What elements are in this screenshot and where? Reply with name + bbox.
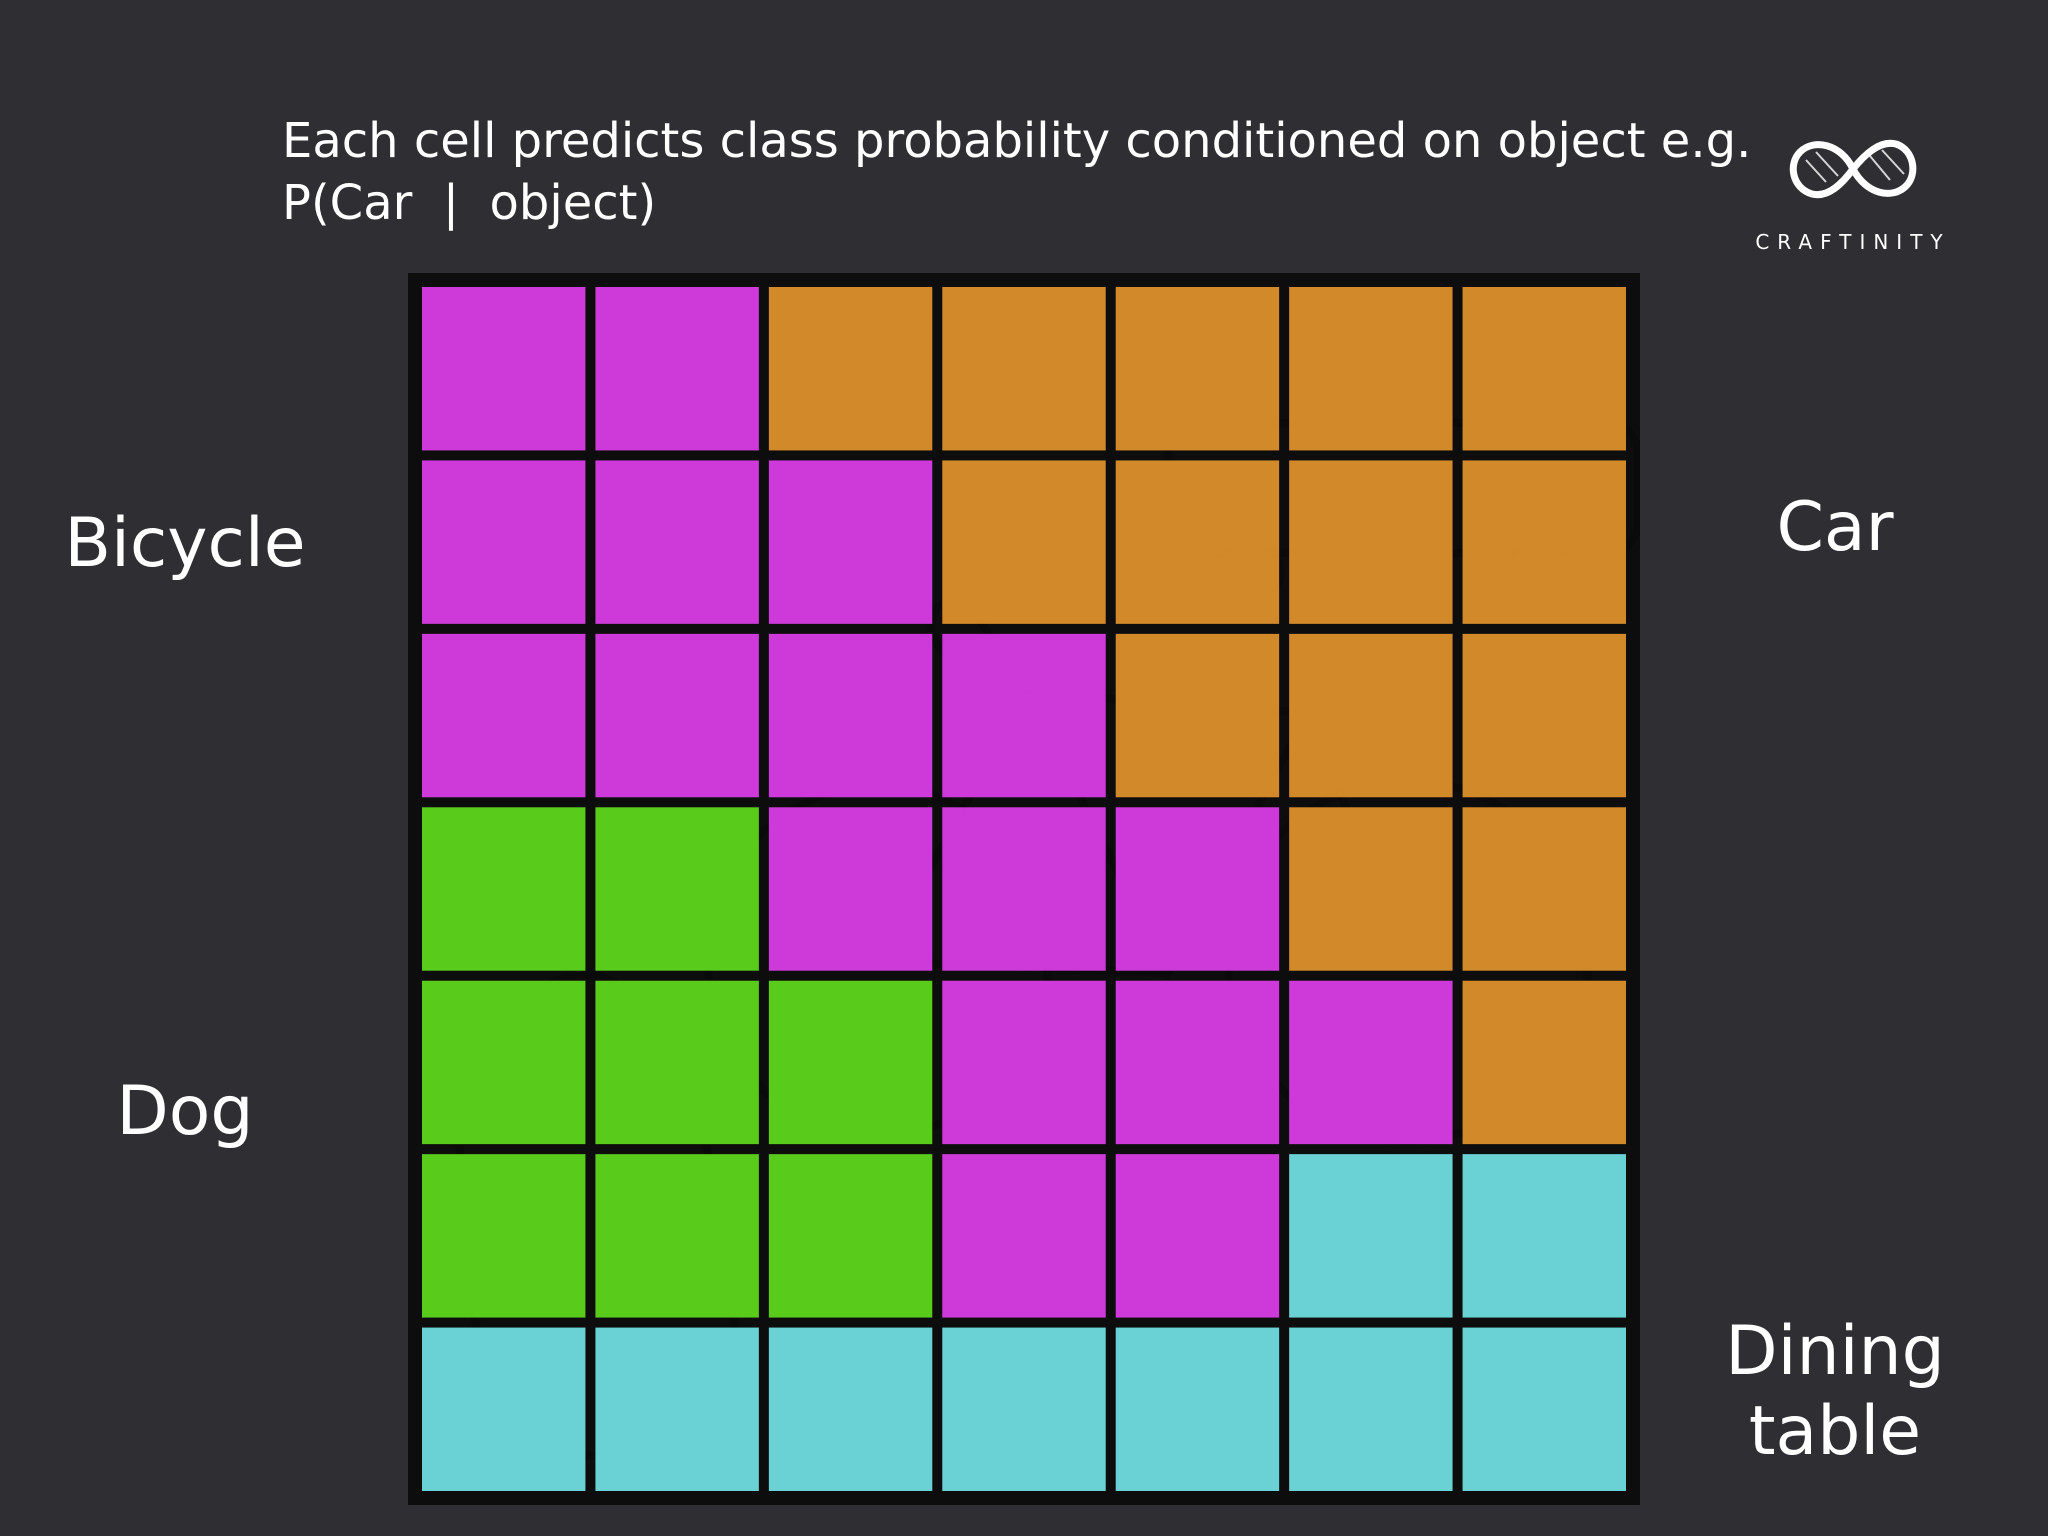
grid-cell-dog — [595, 1154, 759, 1318]
label-dog: Dog — [116, 1072, 254, 1151]
label-bicycle: Bicycle — [64, 504, 306, 583]
grid-cell-bicycle — [1115, 980, 1280, 1145]
infinity-knot-icon — [1789, 139, 1917, 199]
grid-cell-bicycle — [942, 633, 1106, 798]
grid-cell-car — [1462, 807, 1626, 971]
grid-cell-bicycle — [768, 807, 933, 971]
grid-cell-bicycle — [1115, 1154, 1280, 1318]
grid-cell-dining-table — [768, 1327, 933, 1491]
grid-cell-dining-table — [595, 1327, 759, 1491]
grid-cell-dog — [595, 980, 759, 1145]
title-line-2: P(Car | object) — [282, 175, 657, 231]
grid-cell-dog — [768, 980, 933, 1145]
title-line-1: Each cell predicts class probability con… — [282, 113, 1752, 169]
label-dining-table: Dining table — [1690, 1312, 1980, 1472]
grid-cell-dining-table — [1115, 1327, 1280, 1491]
grid-cell-car — [1289, 807, 1453, 971]
grid-cell-dining-table — [1289, 1327, 1453, 1491]
grid-cell-bicycle — [942, 1154, 1106, 1318]
label-dining-line-1: Dining — [1725, 1312, 1945, 1391]
grid-cell-car — [1115, 287, 1280, 451]
grid-cell-bicycle — [595, 633, 759, 798]
grid-cell-car — [1289, 633, 1453, 798]
grid-cell-dining-table — [1462, 1154, 1626, 1318]
grid-cell-dog — [595, 807, 759, 971]
grid-cell-dog — [768, 1154, 933, 1318]
grid-cell-car — [1462, 287, 1626, 451]
grid-cell-dog — [422, 807, 586, 971]
grid-cell-bicycle — [768, 633, 933, 798]
grid-cell-bicycle — [942, 980, 1106, 1145]
craftinity-logo: CRAFTINITY — [1748, 130, 1958, 260]
grid-cell-car — [1115, 633, 1280, 798]
grid-cell-dog — [422, 980, 586, 1145]
grid-cell-dog — [422, 1154, 586, 1318]
grid-cell-car — [1462, 460, 1626, 624]
logo-wordmark: CRAFTINITY — [1755, 230, 1951, 254]
grid-cell-car — [1462, 633, 1626, 798]
grid-cell-car — [942, 287, 1106, 451]
grid-cell-dining-table — [1462, 1327, 1626, 1491]
grid-cell-dining-table — [1289, 1154, 1453, 1318]
slide-title: Each cell predicts class probability con… — [282, 110, 1752, 234]
grid-cell-car — [1289, 287, 1453, 451]
grid-cell-bicycle — [422, 460, 586, 624]
grid-cell-car — [942, 460, 1106, 624]
grid-cell-car — [1115, 460, 1280, 624]
grid-cell-bicycle — [422, 633, 586, 798]
grid-cell-bicycle — [768, 460, 933, 624]
label-dining-line-2: table — [1748, 1392, 1922, 1471]
grid-cell-bicycle — [1289, 980, 1453, 1145]
grid-cell-car — [768, 287, 933, 451]
grid-cell-bicycle — [942, 807, 1106, 971]
grid-cell-dining-table — [942, 1327, 1106, 1491]
grid-cell-bicycle — [595, 460, 759, 624]
grid-cell-car — [1289, 460, 1453, 624]
grid-cell-dining-table — [422, 1327, 586, 1491]
label-car: Car — [1776, 488, 1894, 567]
grid-cell-bicycle — [1115, 807, 1280, 971]
class-probability-grid — [408, 273, 1640, 1505]
grid-cell-bicycle — [595, 287, 759, 451]
grid-cell-bicycle — [422, 287, 586, 451]
grid-canvas — [422, 287, 1640, 1491]
grid-cell-car — [1462, 980, 1626, 1145]
grid-cells — [422, 287, 1626, 1491]
